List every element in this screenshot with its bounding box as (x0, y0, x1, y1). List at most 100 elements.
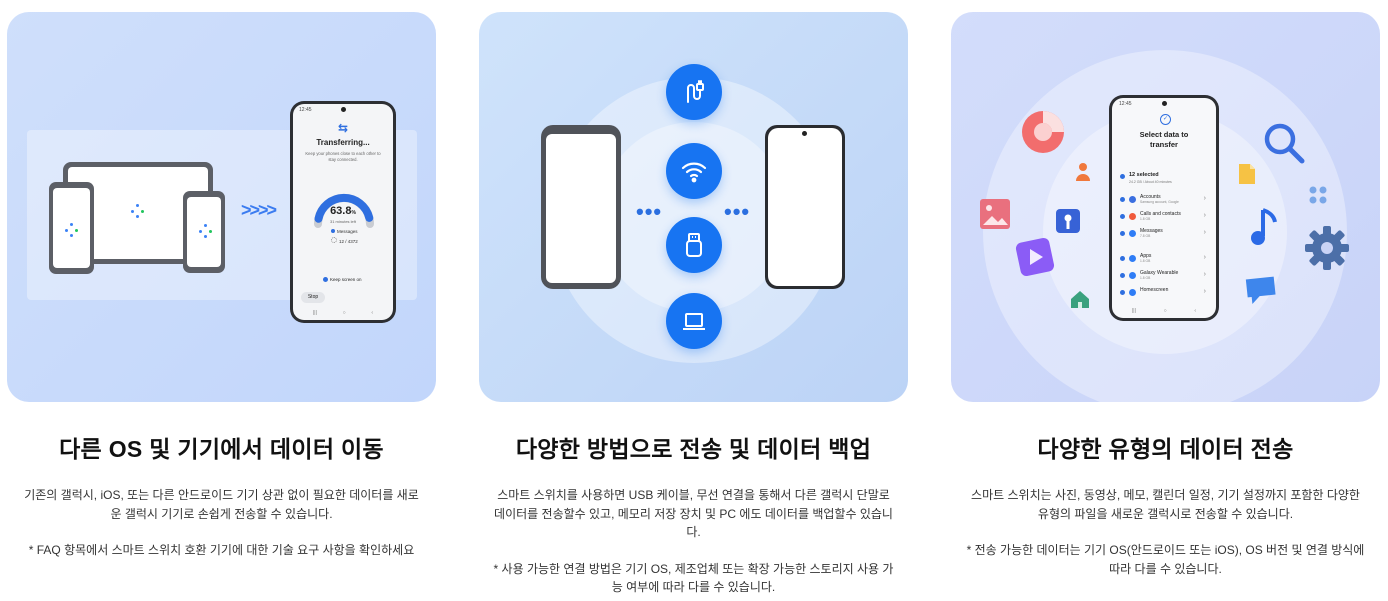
transfer-illustration-card: >>>> 12:45 ⇆ Transferring... Keep your p… (7, 12, 436, 402)
check-circle-icon: ✓ (1160, 114, 1171, 125)
chevron-right-icon[interactable]: › (1203, 195, 1206, 202)
old-phone (541, 125, 621, 289)
camera-dot (1162, 101, 1167, 106)
progress-percent: 63.8% (293, 205, 393, 217)
photo-icon (980, 199, 1010, 229)
feature-description: 스마트 스위치는 사진, 동영상, 메모, 캘린더 일정, 기기 설정까지 포함… (971, 488, 1360, 521)
loading-dots (131, 204, 145, 218)
checkbox-icon (323, 277, 328, 283)
time-left: 31 minutes left (329, 219, 356, 224)
spinner-icon (331, 237, 337, 243)
row-app-icon (1129, 213, 1136, 220)
new-phone-screen (768, 128, 842, 286)
chevron-right-icon[interactable]: › (1203, 212, 1206, 219)
video-icon (1015, 237, 1055, 277)
back-icon[interactable]: ‹ (371, 310, 373, 316)
stop-label: Stop (307, 294, 319, 300)
home-icon (1071, 291, 1089, 308)
row-checkbox[interactable] (1120, 197, 1125, 202)
transferring-phone: 12:45 ⇆ Transferring... Keep your phones… (290, 101, 396, 323)
row-label: Accounts (1140, 194, 1161, 200)
progress-gauge (314, 193, 374, 228)
recents-icon[interactable]: ||| (313, 310, 317, 316)
row-checkbox[interactable] (1120, 256, 1125, 261)
connection-dots-right: ••• (724, 199, 751, 224)
row-label: Homescreen (1140, 287, 1169, 293)
row-label: Galaxy Wearable (1140, 270, 1179, 276)
back-icon[interactable]: ‹ (1194, 308, 1196, 314)
stop-button[interactable]: Stop (301, 292, 325, 303)
settings-icon (1305, 226, 1349, 270)
transfer-arrows-icon: >>>> (241, 200, 277, 220)
row-label: Messages (1140, 228, 1163, 234)
home-button-icon[interactable]: ○ (1163, 308, 1167, 314)
home-button-icon[interactable]: ○ (342, 310, 346, 316)
transfer-subtitle: Keep your phones close to each other to … (305, 151, 381, 162)
pie-chart-icon (1022, 111, 1064, 153)
status-time: 12:45 (299, 107, 312, 113)
select-all-checkbox[interactable] (1120, 174, 1125, 179)
row-sublabel: 1.8 GB (1140, 259, 1151, 263)
feature-title: 다양한 방법으로 전송 및 데이터 백업 (515, 436, 872, 462)
laptop-icon (666, 293, 722, 349)
row-app-icon (1129, 196, 1136, 203)
data-type-row[interactable]: Homescreen › (1120, 287, 1210, 301)
data-types-illustration-card: 12:45 ✓ Select data to transfer 12 selec… (951, 12, 1380, 402)
recents-icon[interactable]: ||| (1132, 308, 1136, 314)
row-label: Calls and contacts (1140, 211, 1181, 217)
row-checkbox[interactable] (1120, 290, 1125, 295)
loading-dots (65, 223, 79, 237)
status-time: 12:45 (1119, 101, 1132, 107)
keep-screen-toggle[interactable]: Keep screen on (323, 277, 362, 283)
feature-note: * FAQ 항목에서 스마트 스위치 호환 기기에 대한 기술 요구 사항을 확… (28, 543, 415, 557)
select-title: Select data to transfer (1139, 130, 1189, 149)
new-phone (765, 125, 845, 289)
row-app-icon (1129, 255, 1136, 262)
feature-title: 다양한 유형의 데이터 전송 (1037, 436, 1294, 462)
chevron-right-icon[interactable]: › (1203, 271, 1206, 278)
folder-icon (1056, 209, 1080, 233)
loading-dots (199, 224, 213, 238)
percent-unit: % (351, 210, 356, 216)
row-checkbox[interactable] (1120, 231, 1125, 236)
search-icon (1264, 123, 1305, 164)
chevron-right-icon[interactable]: › (1203, 229, 1206, 236)
row-sublabel: 7.8 GB (1140, 234, 1151, 238)
keep-screen-label: Keep screen on (330, 277, 362, 282)
selected-count: 12 selected (1129, 172, 1159, 178)
transfer-title: Transferring... (316, 138, 370, 147)
document-icon (1239, 164, 1255, 184)
feature-transfer-methods: 다양한 방법으로 전송 및 데이터 백업 스마트 스위치를 사용하면 USB 케… (479, 430, 908, 597)
feature-cross-platform: 다른 OS 및 기기에서 데이터 이동 기존의 갤럭시, iOS, 또는 다른 … (7, 430, 436, 560)
row-sublabel: 1.8 GB (1140, 217, 1151, 221)
percent-value: 63.8 (330, 205, 352, 217)
old-phone-screen (546, 134, 616, 283)
item-count-value: 12 / 4372 (339, 239, 358, 244)
usb-cable-icon (666, 64, 722, 120)
connection-dots-left: ••• (636, 199, 663, 224)
apps-grid-icon (1309, 186, 1327, 204)
feature-title: 다른 OS 및 기기에서 데이터 이동 (59, 436, 384, 462)
chevron-right-icon[interactable]: › (1203, 288, 1206, 295)
row-checkbox[interactable] (1120, 214, 1125, 219)
messages-icon (331, 229, 335, 233)
feature-description: 스마트 스위치를 사용하면 USB 케이블, 무선 연결을 통해서 다른 갤럭시… (494, 488, 893, 539)
row-label: Apps (1140, 253, 1152, 259)
chat-icon (1245, 276, 1276, 304)
current-item-label: Messages (337, 229, 358, 234)
chevron-right-icon[interactable]: › (1203, 254, 1206, 261)
wifi-icon (666, 143, 722, 199)
camera-dot (802, 131, 807, 136)
feature-data-types: 다양한 유형의 데이터 전송 스마트 스위치는 사진, 동영상, 메모, 캘린더… (951, 430, 1380, 578)
feature-description: 기존의 갤럭시, iOS, 또는 다른 안드로이드 기기 상관 없이 필요한 데… (24, 488, 419, 521)
select-data-phone: 12:45 ✓ Select data to transfer 12 selec… (1109, 95, 1219, 321)
music-note-icon (1251, 208, 1277, 245)
row-sublabel: Samsung account, Google (1140, 200, 1179, 204)
nav-bar: ||| ○ ‹ (1132, 308, 1196, 314)
row-checkbox[interactable] (1120, 273, 1125, 278)
